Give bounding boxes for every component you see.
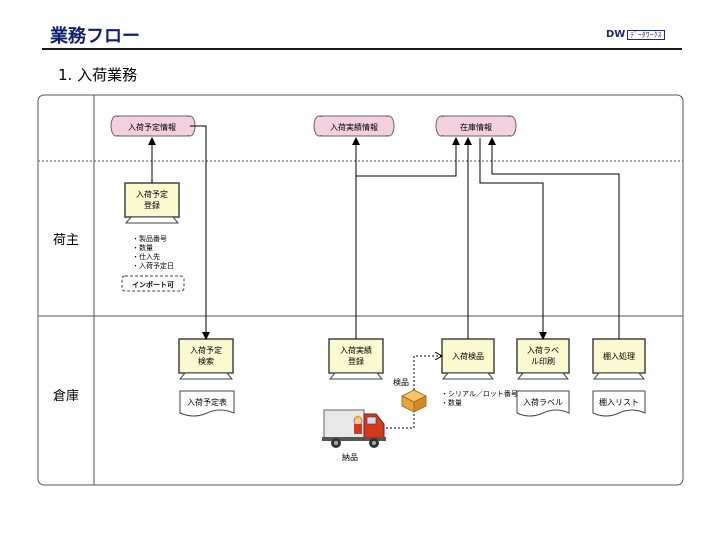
flow-connectors xyxy=(148,125,620,429)
process-arrival-plan-search-line2: 検索 xyxy=(198,356,214,366)
connector-actual-register-to-inventory xyxy=(356,137,460,177)
title-divider xyxy=(42,48,682,50)
process-arrival-plan-register-line1: 入荷予定 xyxy=(136,189,168,199)
process-label-print: 入荷ラベ ル印刷 xyxy=(516,338,570,380)
import-badge-label: インポート可 xyxy=(132,280,174,289)
inspection-items-list: ・シリアル／ロット番号 ・数量 xyxy=(441,390,518,407)
process-arrival-actual-register-line1: 入荷実績 xyxy=(340,345,372,355)
document-arrival-plan-sheet-label: 入荷予定表 xyxy=(187,397,227,407)
register-items-list: ・製品番号 ・数量 ・仕入先 ・入荷予定日 xyxy=(132,234,174,270)
process-arrival-actual-register: 入荷実績 登録 xyxy=(328,338,384,380)
lane-label-warehouse: 倉庫 xyxy=(53,389,79,404)
process-arrival-plan-search-line1: 入荷予定 xyxy=(190,345,222,355)
process-inspection: 入荷検品 xyxy=(441,338,495,380)
section-heading: 1. 入荷業務 xyxy=(58,66,138,84)
process-label-print-line1: 入荷ラベ xyxy=(527,345,559,355)
logo-mark: DW xyxy=(606,29,626,40)
lane-label-shipper: 荷主 xyxy=(53,233,79,248)
process-label-print-line2: ル印刷 xyxy=(531,357,555,366)
process-inspection-label: 入荷検品 xyxy=(452,351,484,361)
datastore-arrival-plan-label: 入荷予定情報 xyxy=(128,122,176,132)
process-arrival-plan-search: 入荷予定 検索 xyxy=(178,338,234,380)
page-title: 業務フロー xyxy=(50,26,140,47)
register-item: ・製品番号 xyxy=(132,234,167,243)
process-arrival-plan-register: 入荷予定 登録 xyxy=(124,182,180,224)
document-arrival-label-label: 入荷ラベル xyxy=(523,397,563,407)
swimlane-frame xyxy=(37,94,684,486)
datastore-arrival-plan: 入荷予定情報 xyxy=(110,115,196,137)
process-arrival-plan-register-line2: 登録 xyxy=(144,200,160,210)
datastore-arrival-actual: 入荷実績情報 xyxy=(313,115,395,137)
datastore-arrival-actual-label: 入荷実績情報 xyxy=(330,122,378,132)
document-arrival-label: 入荷ラベル xyxy=(516,390,570,417)
package-box-icon xyxy=(401,389,427,413)
datastore-inventory-label: 在庫情報 xyxy=(460,122,492,132)
document-shelving-list-label: 棚入リスト xyxy=(599,397,639,407)
document-shelving-list: 棚入リスト xyxy=(592,390,646,417)
delivery-truck-icon xyxy=(322,409,386,448)
process-shelving: 棚入処理 xyxy=(592,338,646,380)
register-item: ・数量 xyxy=(132,243,153,252)
document-arrival-plan-sheet: 入荷予定表 xyxy=(179,390,235,417)
register-item: ・仕入先 xyxy=(132,252,160,261)
connector-inventory-to-label-print xyxy=(479,138,547,340)
register-item: ・入荷予定日 xyxy=(132,261,174,270)
inspection-item: ・数量 xyxy=(441,398,462,407)
connector-goods-to-inspection xyxy=(413,356,442,390)
connector-plan-to-search xyxy=(190,125,210,340)
logo-text: ﾃﾞｰﾀﾜｰｸｽ xyxy=(627,30,665,40)
process-shelving-label: 棚入処理 xyxy=(603,351,635,361)
connector-shelving-to-inventory xyxy=(488,137,620,339)
connector-truck-to-goods xyxy=(386,412,415,429)
import-badge: インポート可 xyxy=(121,275,185,292)
inspection-item: ・シリアル／ロット番号 xyxy=(441,390,518,398)
inspection-goods-label: 検品 xyxy=(393,377,409,387)
process-arrival-actual-register-line2: 登録 xyxy=(348,356,364,366)
datastore-inventory: 在庫情報 xyxy=(435,115,517,137)
delivery-label: 納品 xyxy=(342,452,358,462)
